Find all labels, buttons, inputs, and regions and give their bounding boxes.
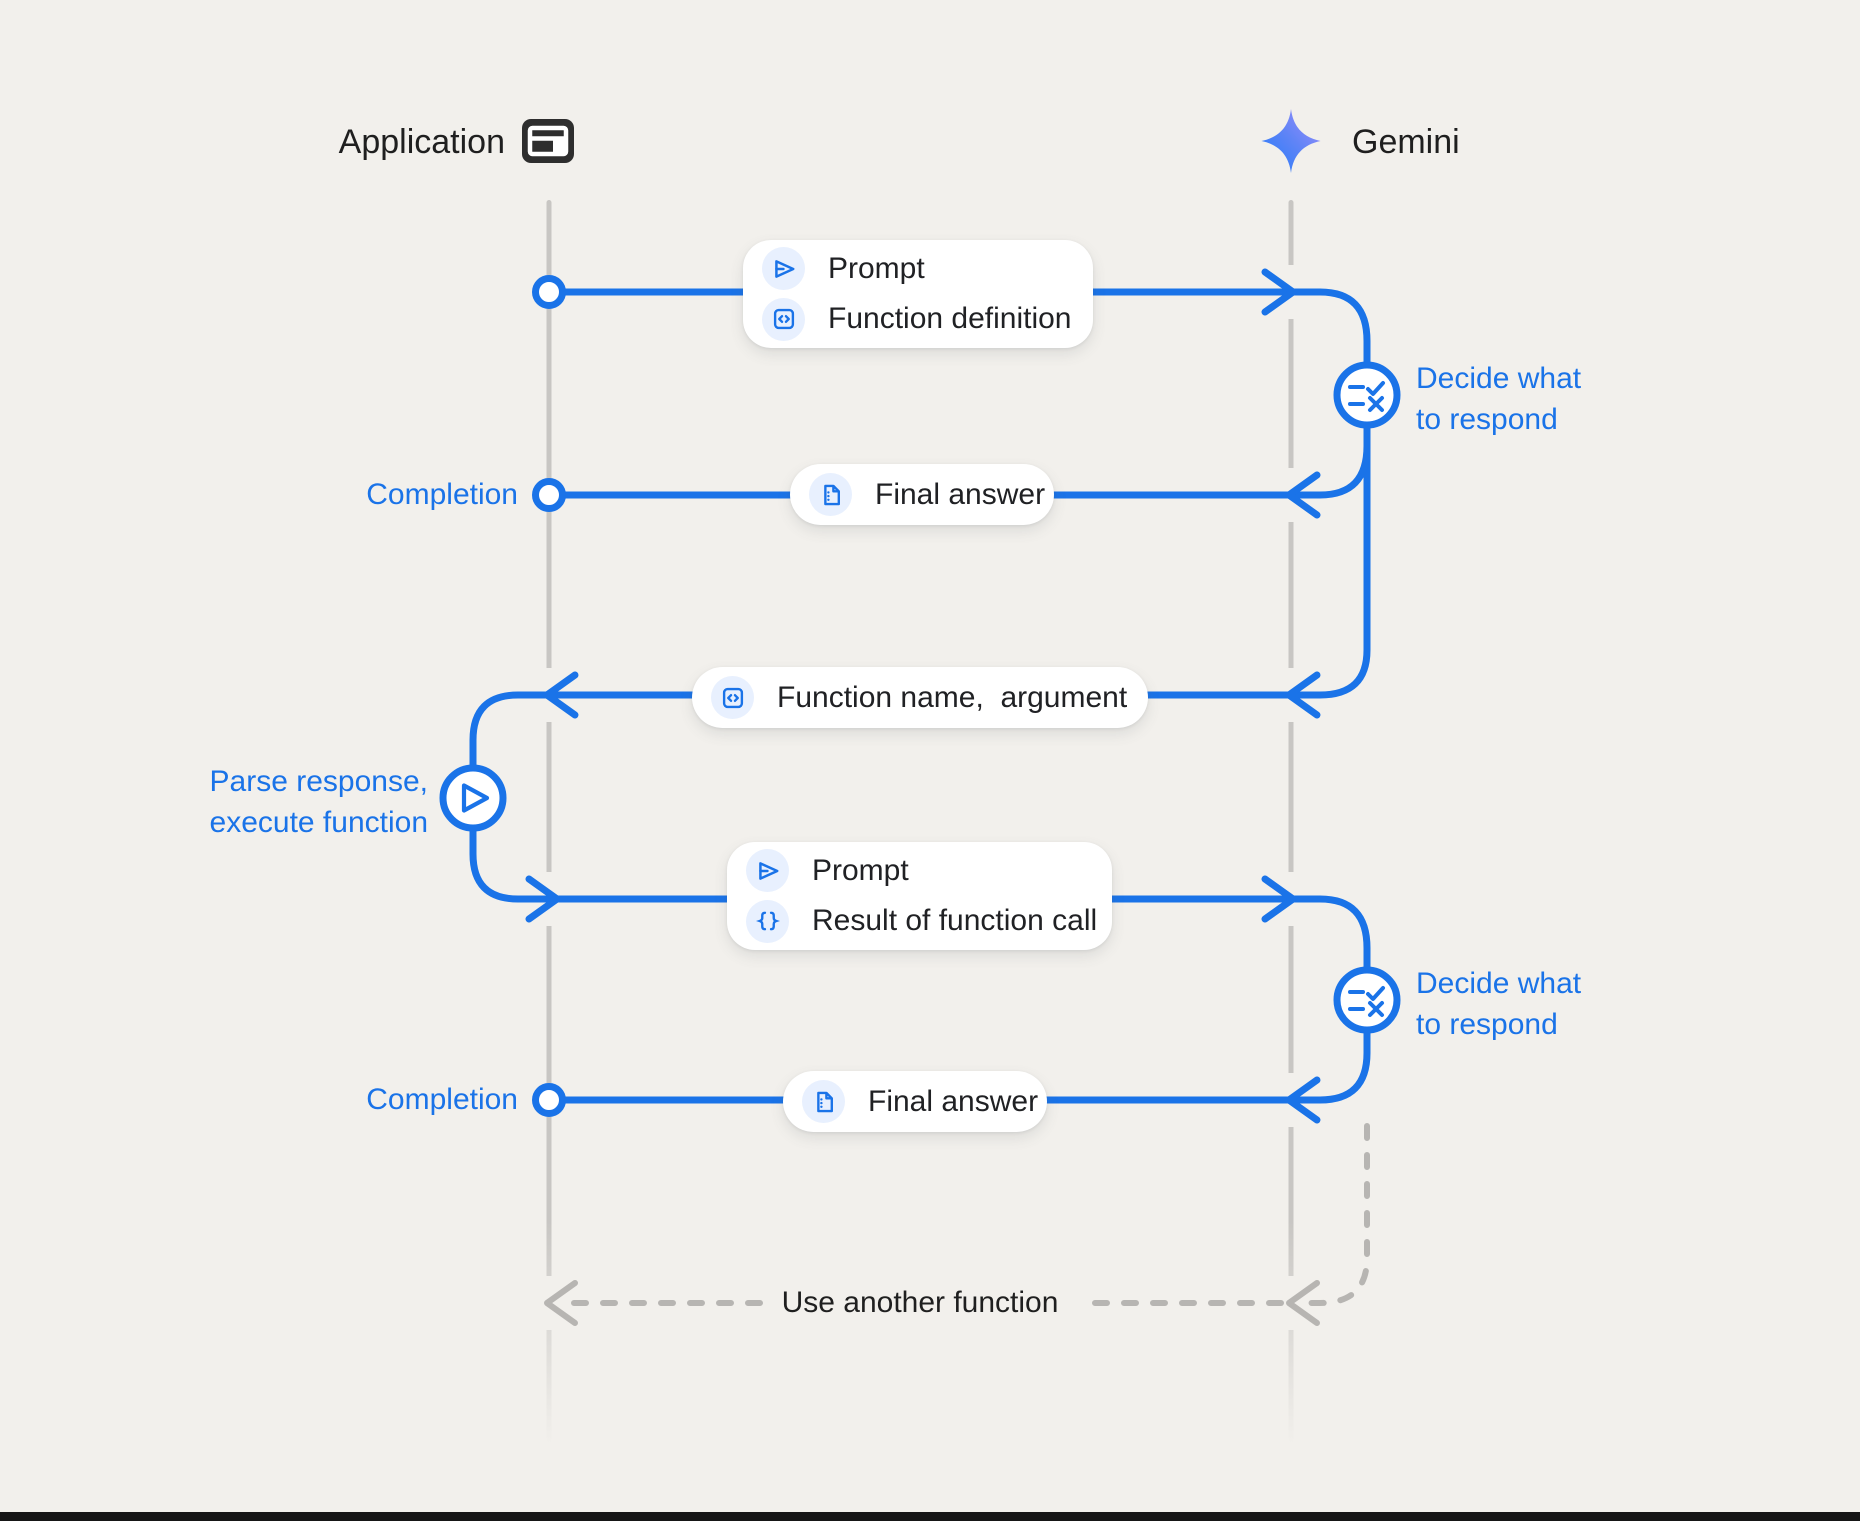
annotation-parse-response: Parse response, execute function — [128, 761, 428, 843]
rule-icon — [1348, 381, 1385, 412]
annotation-line: Parse response, — [209, 765, 428, 798]
card-row: Final answer — [783, 1080, 1047, 1123]
arrowhead-left-gemini-final-2 — [1285, 1076, 1321, 1124]
annotation-line: Decide what — [1416, 967, 1582, 1000]
card-row: Function definition — [743, 297, 1093, 341]
parse-node — [439, 764, 507, 832]
card-label: Result of function call — [812, 904, 1098, 938]
dashed-loop-use-another-function — [1301, 1123, 1370, 1306]
card-row: Result of function call — [727, 899, 1112, 943]
lifeline-gemini — [1288, 200, 1294, 1445]
card-final-answer-2: Final answer — [783, 1071, 1047, 1132]
document-icon — [809, 473, 852, 516]
lifeline-application — [546, 200, 552, 1445]
decide-node-2 — [1333, 966, 1401, 1034]
arrowhead-right-gemini-1 — [1261, 268, 1297, 316]
flow-branch-final-answer-1 — [558, 442, 1371, 499]
card-label: Final answer — [868, 1084, 1039, 1118]
app-window-icon — [522, 119, 574, 163]
bottom-edge-bar — [0, 1512, 1860, 1521]
play-icon — [461, 783, 490, 813]
gemini-actor-label: Gemini — [1352, 123, 1460, 161]
card-prompt-function-definition: Prompt Function definition — [743, 240, 1093, 348]
gemini-star-icon — [1261, 109, 1321, 173]
code-box-icon — [711, 676, 754, 719]
arrowhead-left-gemini-dashed — [1286, 1280, 1320, 1326]
card-label: Function name, argument — [777, 680, 1128, 714]
send-icon — [762, 247, 805, 291]
card-prompt-result-of-function-call: Prompt Result of function call — [727, 842, 1112, 950]
annotation-line: to respond — [1416, 403, 1558, 436]
annotation-line: execute function — [209, 806, 428, 839]
arrowhead-left-app-dashed — [544, 1280, 578, 1326]
arrowhead-left-gemini-function-name — [1285, 671, 1321, 719]
flow-prompt-to-decide-to-function-name — [549, 288, 1371, 699]
card-row: Prompt — [743, 247, 1093, 291]
end-node-completion-1 — [532, 478, 566, 512]
document-icon — [802, 1080, 845, 1123]
card-label: Prompt — [812, 853, 909, 887]
arrowhead-right-gemini-prompt2 — [1261, 875, 1297, 923]
lifeline-gaps — [540, 265, 1300, 1330]
arrowhead-left-gemini-final-1 — [1285, 471, 1321, 519]
annotation-line: Decide what — [1416, 362, 1582, 395]
code-box-icon — [762, 297, 805, 341]
annotation-decide-2: Decide what to respond — [1416, 963, 1581, 1045]
annotation-decide-1: Decide what to respond — [1416, 358, 1581, 440]
completion-label-2: Completion — [366, 1083, 518, 1116]
send-icon — [746, 849, 789, 893]
card-function-name-argument: Function name, argument — [692, 667, 1148, 728]
start-node-prompt-1 — [532, 275, 566, 309]
card-label: Final answer — [875, 477, 1046, 511]
braces-icon — [746, 899, 789, 943]
application-actor-label: Application — [338, 123, 505, 161]
card-final-answer-1: Final answer — [790, 464, 1054, 525]
card-row: Prompt — [727, 849, 1112, 893]
arrowhead-left-app-function-name — [543, 671, 579, 719]
use-another-function-label: Use another function — [781, 1286, 1059, 1319]
completion-label-1: Completion — [366, 478, 518, 511]
arrowhead-right-app-prompt2 — [525, 875, 561, 923]
annotation-line: to respond — [1416, 1008, 1558, 1041]
decide-node-1 — [1333, 361, 1401, 429]
card-row: Function name, argument — [692, 676, 1148, 719]
rule-icon — [1348, 986, 1385, 1017]
card-label: Function definition — [828, 302, 1072, 336]
card-label: Prompt — [828, 251, 925, 285]
end-node-completion-2 — [532, 1083, 566, 1117]
card-row: Final answer — [790, 473, 1054, 516]
